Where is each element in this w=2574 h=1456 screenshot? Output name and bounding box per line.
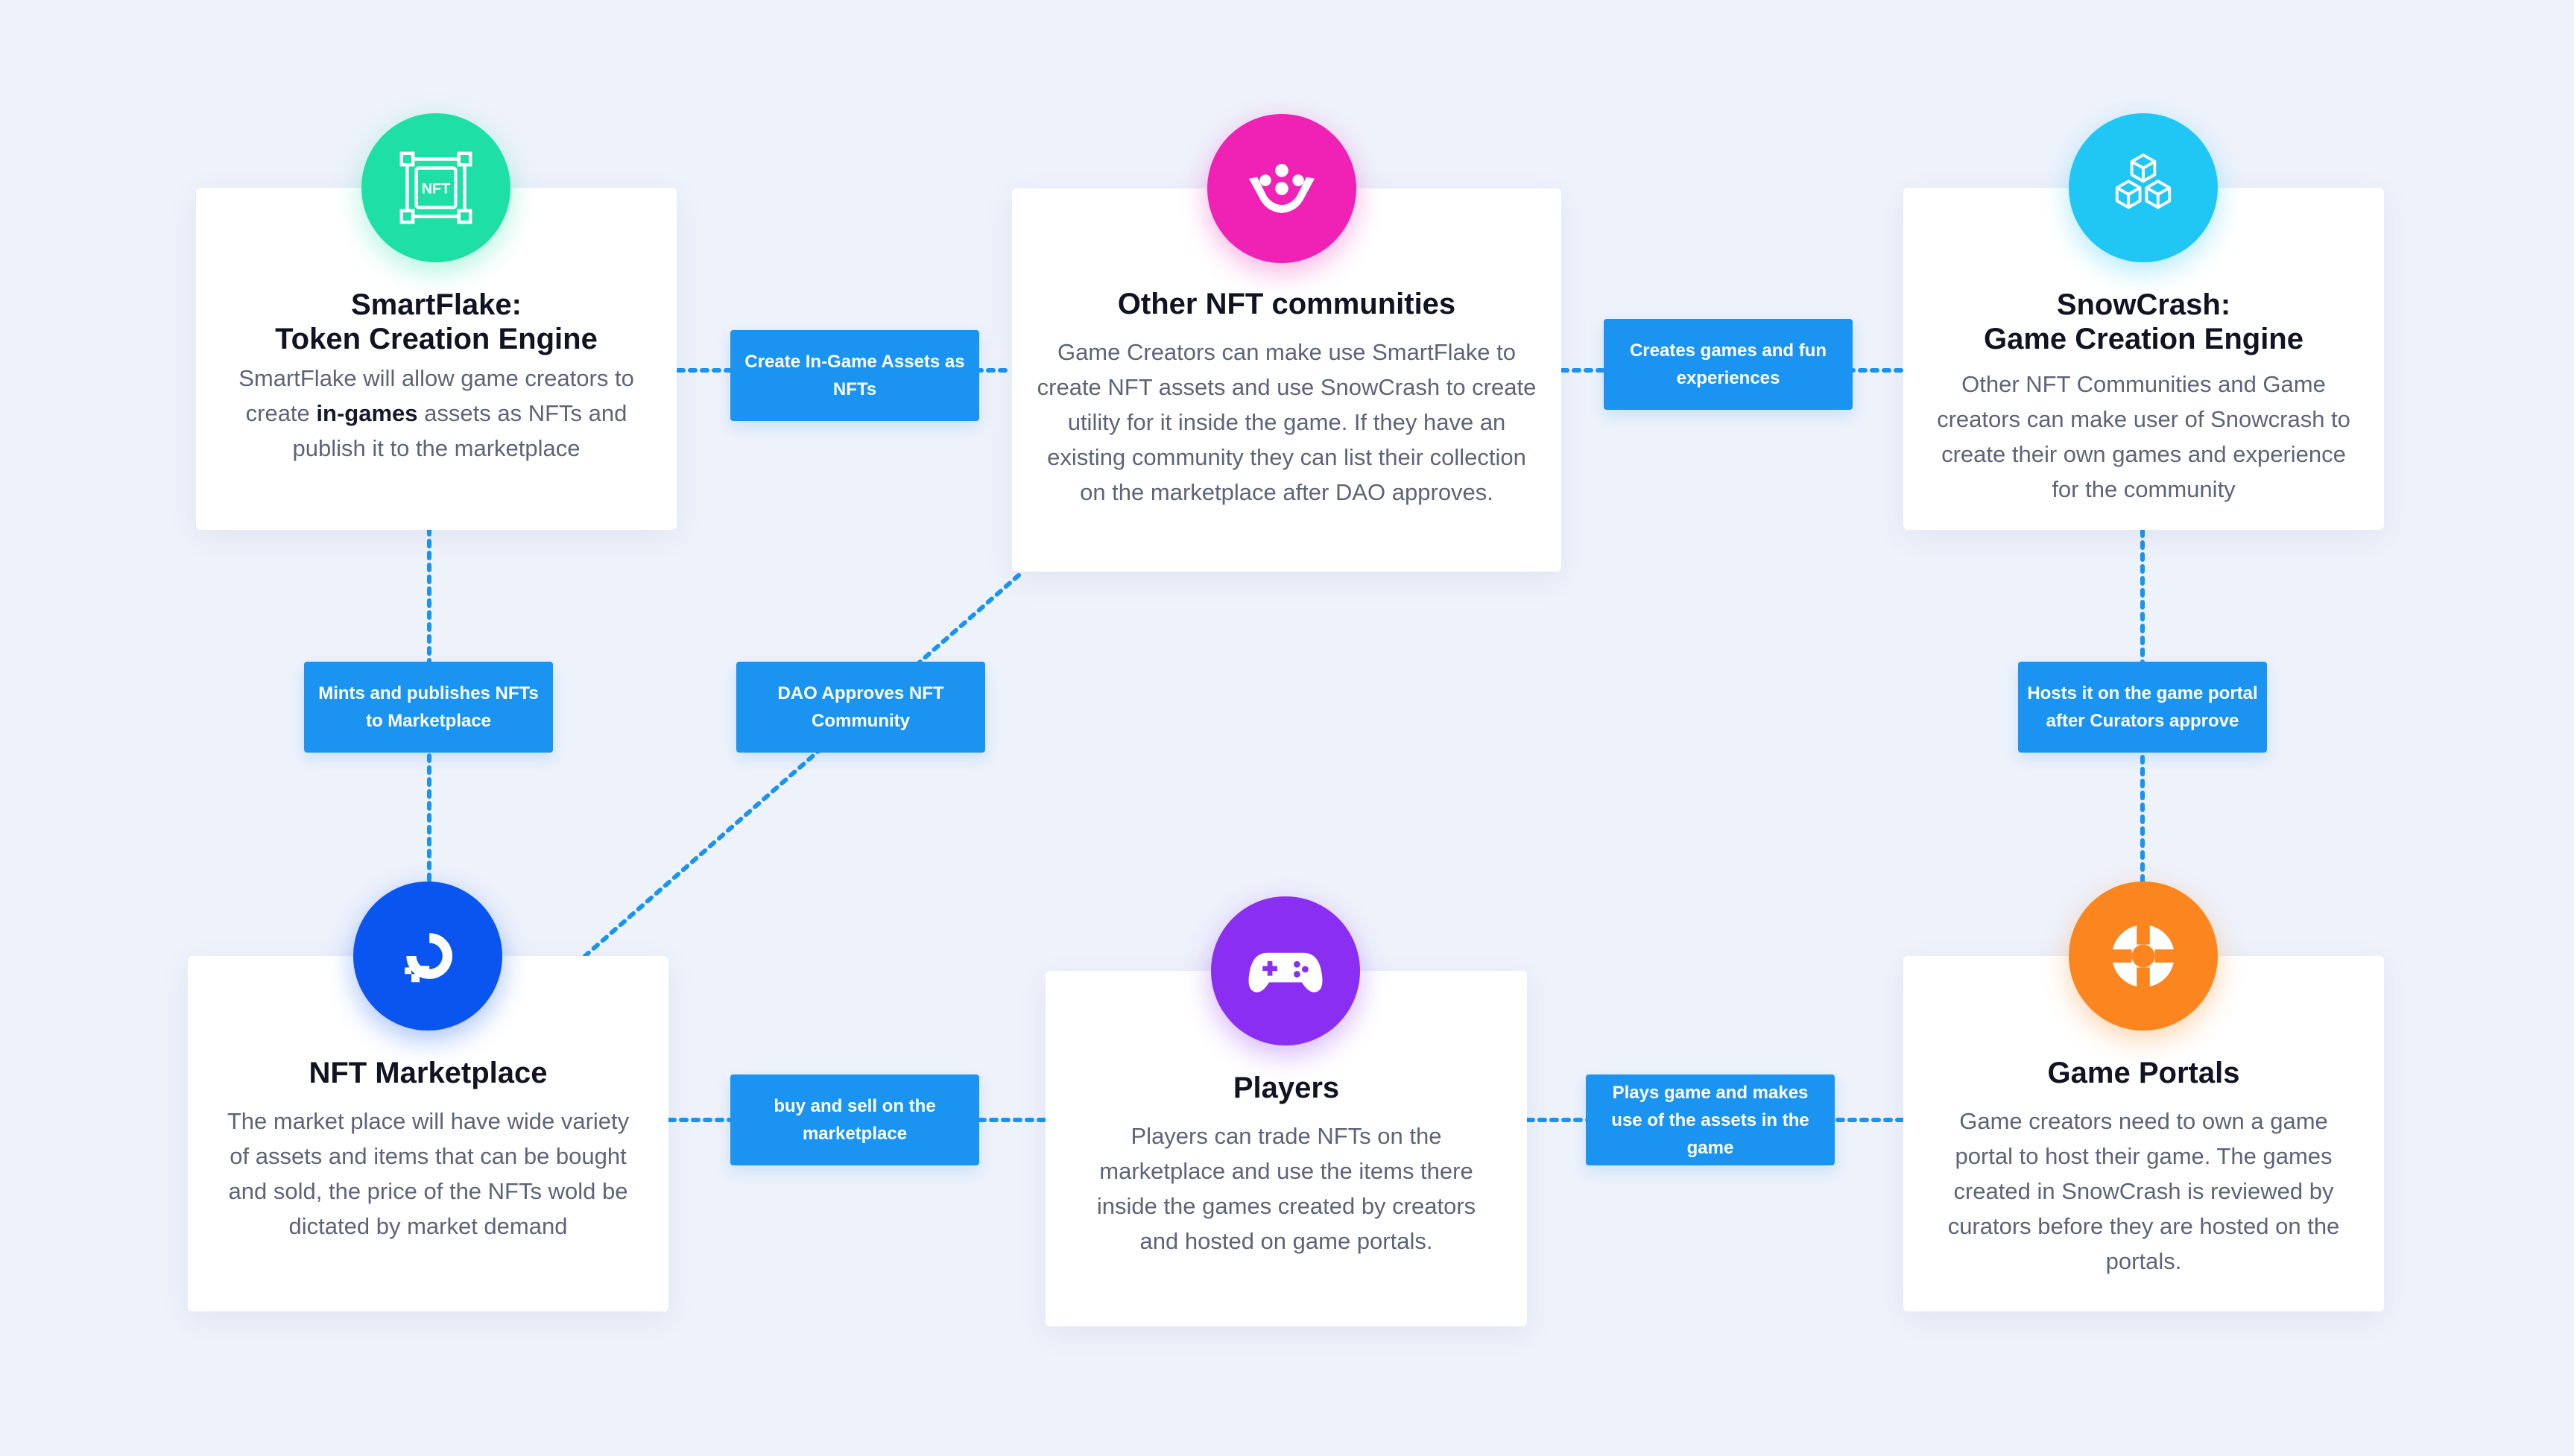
- label-create-assets: Create In-Game Assets as NFTs: [730, 330, 979, 421]
- portals-description: Game creators need to own a game portal …: [1947, 1108, 2340, 1274]
- label-buy-sell: buy and sell on the marketplace: [730, 1074, 979, 1165]
- nft-chip-icon: NFT: [361, 113, 510, 262]
- smartflake-description: SmartFlake will allow game creators to c…: [238, 365, 634, 461]
- gamepad-icon: [1211, 896, 1360, 1045]
- svg-text:NFT: NFT: [422, 181, 450, 197]
- smartflake-card: SmartFlake: Token Creation Engine SmartF…: [196, 188, 677, 530]
- smartflake-title: SmartFlake: Token Creation Engine: [275, 288, 598, 355]
- marketplace-description: The market place will have wide variety …: [227, 1108, 630, 1239]
- snowcrash-description: Other NFT Communities and Game creators …: [1937, 371, 2350, 502]
- communities-description: Game Creators can make use SmartFlake to…: [1037, 339, 1537, 505]
- community-hands-icon: [1207, 114, 1356, 263]
- cubes-icon: [2069, 113, 2218, 262]
- marketplace-title: NFT Marketplace: [309, 1057, 548, 1089]
- snowcrash-title: SnowCrash: Game Creation Engine: [1984, 288, 2303, 355]
- communities-card: Other NFT communities Game Creators can …: [1012, 189, 1561, 572]
- portals-title: Game Portals: [2047, 1057, 2240, 1089]
- label-hosts: Hosts it on the game portal after Curato…: [2018, 662, 2267, 753]
- label-creates-games: Creates games and fun experiences: [1604, 319, 1853, 410]
- marketplace-logo-icon: [353, 881, 502, 1031]
- label-dao: DAO Approves NFT Community: [736, 662, 985, 753]
- label-plays: Plays game and makes use of the assets i…: [1586, 1074, 1835, 1165]
- communities-title: Other NFT communities: [1117, 288, 1456, 320]
- edge-communities-marketplace: [583, 573, 1021, 958]
- lifebuoy-icon: [2069, 881, 2218, 1031]
- label-mints: Mints and publishes NFTs to Marketplace: [304, 662, 553, 753]
- players-title: Players: [1233, 1072, 1340, 1104]
- players-description: Players can trade NFTs on the marketplac…: [1096, 1123, 1476, 1254]
